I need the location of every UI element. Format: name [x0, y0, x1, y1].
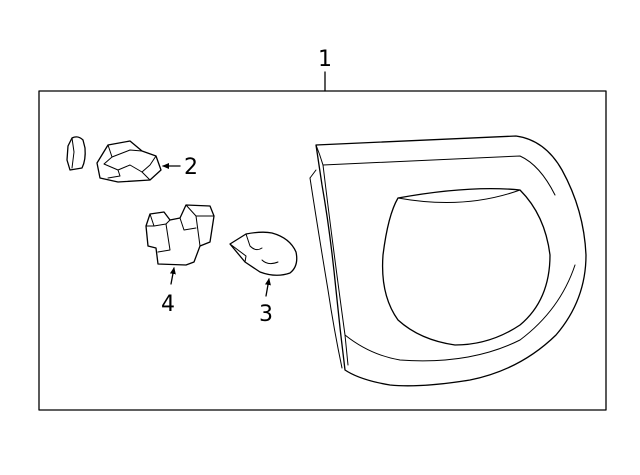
callout-label-1: 1: [318, 47, 332, 72]
bulb-part: [229, 231, 298, 276]
callout-leader-3: [265, 278, 271, 297]
assembly-frame: [38, 90, 607, 411]
socket-part: [96, 140, 162, 183]
tail-lamp-housing: [309, 135, 587, 387]
callout-leader-4: [169, 267, 176, 285]
callout-label-3: 3: [259, 302, 273, 327]
callout-label-4: 4: [161, 292, 175, 317]
bulb-socket-part: [145, 204, 215, 266]
small-cap-part: [66, 136, 86, 171]
callout-label-2: 2: [184, 155, 198, 180]
